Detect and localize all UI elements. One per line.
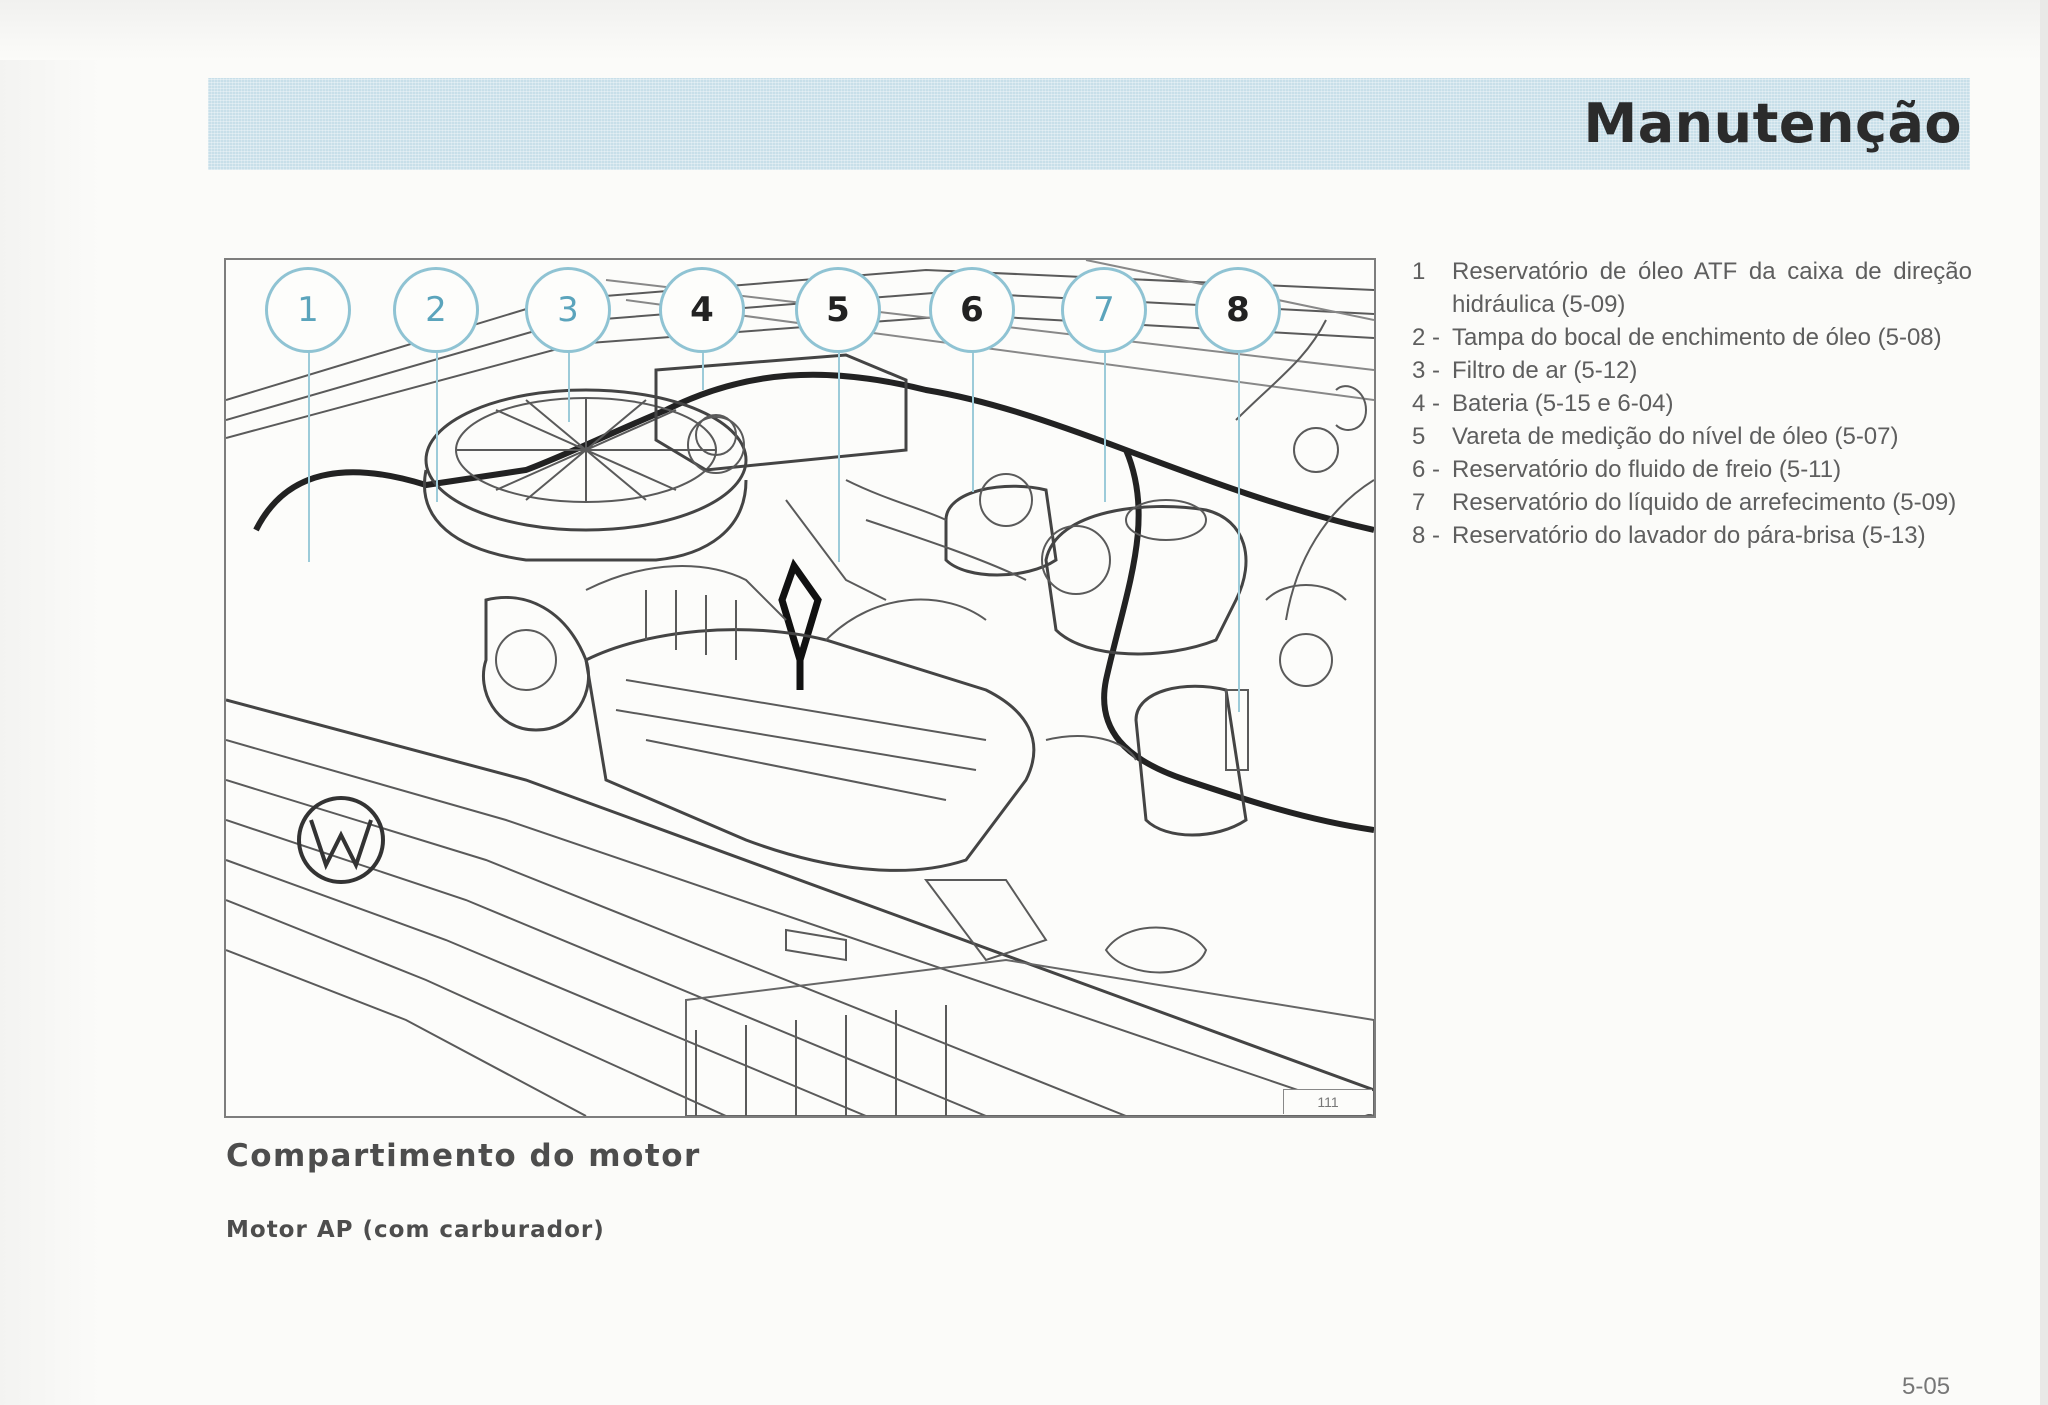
callout-2-label: 2	[425, 290, 447, 330]
callout-6: 6	[929, 267, 1015, 353]
figure-reference-number: 111	[1283, 1089, 1372, 1114]
callout-8-label: 8	[1226, 290, 1250, 330]
legend-text: Reservatório do líquido de arrefecimento…	[1452, 489, 1957, 516]
callout-7-label: 7	[1093, 290, 1115, 330]
legend-item: 4 - Bateria (5-15 e 6-04)	[1412, 387, 1972, 420]
section-header: Manutenção	[208, 78, 1970, 170]
leader-line-1	[308, 352, 310, 562]
legend-number: 1	[1412, 258, 1426, 285]
legend-text: Tampa do bocal de enchimento de óleo (5-…	[1452, 324, 1942, 351]
callout-8: 8	[1195, 267, 1281, 353]
callout-7: 7	[1061, 267, 1147, 353]
page-binding-shadow	[0, 0, 100, 1405]
legend-number: 6 -	[1412, 456, 1441, 483]
engine-compartment-figure: 1 2 3 4 5 6 7 8 111	[224, 258, 1376, 1118]
legend-item: 2 - Tampa do bocal de enchimento de óleo …	[1412, 321, 1972, 354]
legend-number: 2 -	[1412, 324, 1441, 351]
legend-text: Reservatório do lavador do pára-brisa (5…	[1452, 522, 1926, 549]
legend-number: 4 -	[1412, 390, 1441, 417]
legend-item: 6 - Reservatório do fluido de freio (5-11…	[1412, 453, 1972, 486]
callout-1-label: 1	[297, 290, 319, 330]
legend-item: 8 - Reservatório do lavador do pára-brisa…	[1412, 519, 1972, 552]
leader-line-3	[568, 352, 570, 422]
legend-item: 7 Reservatório do líquido de arrefeciment…	[1412, 486, 1972, 519]
leader-line-6	[972, 352, 974, 492]
legend-text: Bateria (5-15 e 6-04)	[1452, 390, 1674, 417]
legend-number: 5	[1412, 423, 1426, 450]
page-number: 5-05	[1902, 1373, 1951, 1400]
component-legend: 1 Reservatório de óleo ATF da caixa de di…	[1412, 255, 1972, 552]
legend-text: Filtro de ar (5-12)	[1452, 357, 1638, 384]
legend-text: Vareta de medição do nível de óleo (5-07…	[1452, 423, 1899, 450]
leader-line-4	[702, 352, 704, 390]
leader-line-5	[838, 352, 840, 562]
callout-3: 3	[525, 267, 611, 353]
page-edge	[2040, 0, 2048, 1405]
engine-drawing	[226, 260, 1374, 1116]
callout-5: 5	[795, 267, 881, 353]
legend-text: Reservatório do fluido de freio (5-11)	[1452, 456, 1842, 483]
section-title: Manutenção	[1583, 92, 1962, 155]
figure-caption-title: Compartimento do motor	[226, 1138, 701, 1174]
legend-item: 1 Reservatório de óleo ATF da caixa de di…	[1412, 255, 1972, 321]
legend-number: 3 -	[1412, 357, 1441, 384]
legend-number: 8 -	[1412, 522, 1441, 549]
callout-2: 2	[393, 267, 479, 353]
leader-line-7	[1104, 352, 1106, 502]
leader-line-2	[436, 352, 438, 502]
legend-text: Reservatório de óleo ATF da caixa de dir…	[1452, 258, 1972, 318]
callout-5-label: 5	[826, 290, 850, 330]
legend-number: 7	[1412, 489, 1426, 516]
callout-1: 1	[265, 267, 351, 353]
callout-6-label: 6	[960, 290, 984, 330]
page-top-shadow	[0, 0, 2048, 60]
callout-4-label: 4	[690, 290, 714, 330]
leader-line-8	[1238, 352, 1240, 712]
callout-3-label: 3	[557, 290, 579, 330]
legend-item: 3 - Filtro de ar (5-12)	[1412, 354, 1972, 387]
legend-item: 5 Vareta de medição do nível de óleo (5-0…	[1412, 420, 1972, 453]
figure-caption-subtitle: Motor AP (com carburador)	[226, 1217, 605, 1243]
callout-4: 4	[659, 267, 745, 353]
